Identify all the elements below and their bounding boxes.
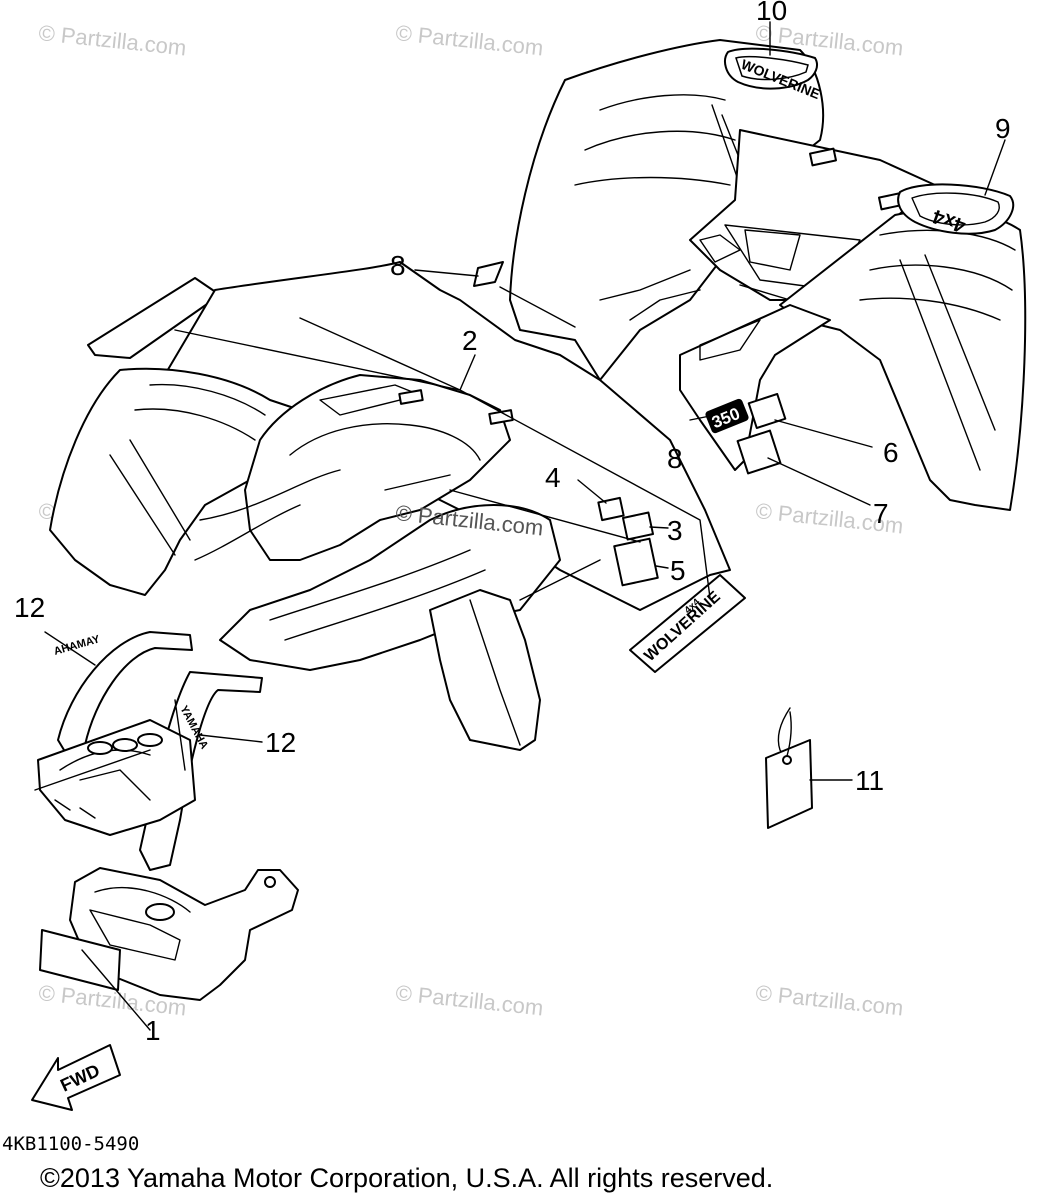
decal-7 (736, 429, 782, 475)
callout-8-top[interactable]: 8 (390, 250, 406, 281)
hang-tag (765, 707, 813, 829)
watermark: © Partzilla.com (754, 980, 904, 1020)
fwd-arrow: FWD (31, 1044, 121, 1111)
decal-4 (597, 496, 625, 522)
callout-2[interactable]: 2 (462, 325, 478, 356)
front-guard (34, 631, 299, 1001)
callout-layer: 10 9 8 2 4 3 5 8 6 7 11 12 12 1 (14, 0, 1011, 1046)
callout-8-side[interactable]: 8 (667, 443, 683, 474)
callout-10[interactable]: 10 (756, 0, 787, 26)
watermark: © Partzilla.com (394, 20, 544, 60)
callout-1[interactable]: 1 (145, 1015, 161, 1046)
callout-3[interactable]: 3 (667, 515, 683, 546)
copyright-notice: ©2013 Yamaha Motor Corporation, U.S.A. A… (40, 1163, 773, 1193)
callout-5[interactable]: 5 (670, 555, 686, 586)
callout-4[interactable]: 4 (545, 462, 561, 493)
watermark: © Partzilla.com (37, 20, 187, 60)
callout-6[interactable]: 6 (883, 437, 899, 468)
rear-fender (509, 39, 1027, 511)
callout-9[interactable]: 9 (995, 113, 1011, 144)
callout-12-left[interactable]: 12 (14, 592, 45, 623)
decal-text-yamaha-alt: AHAMAY (53, 633, 102, 658)
callout-11[interactable]: 11 (855, 765, 884, 796)
leader-lines (44, 21, 1006, 1031)
decal-8-top (473, 261, 504, 287)
decal-4x4: 4x4 (897, 183, 1015, 237)
diagram-code: 4KB1100-5490 (2, 1133, 139, 1155)
callout-7[interactable]: 7 (873, 498, 889, 529)
decal-6 (747, 393, 787, 429)
watermark: © Partzilla.com (394, 980, 544, 1020)
decal-5 (613, 537, 659, 587)
front-fender (49, 261, 731, 751)
decal-1 (39, 929, 121, 991)
callout-12-right[interactable]: 12 (265, 727, 296, 758)
decal-3 (621, 511, 655, 541)
